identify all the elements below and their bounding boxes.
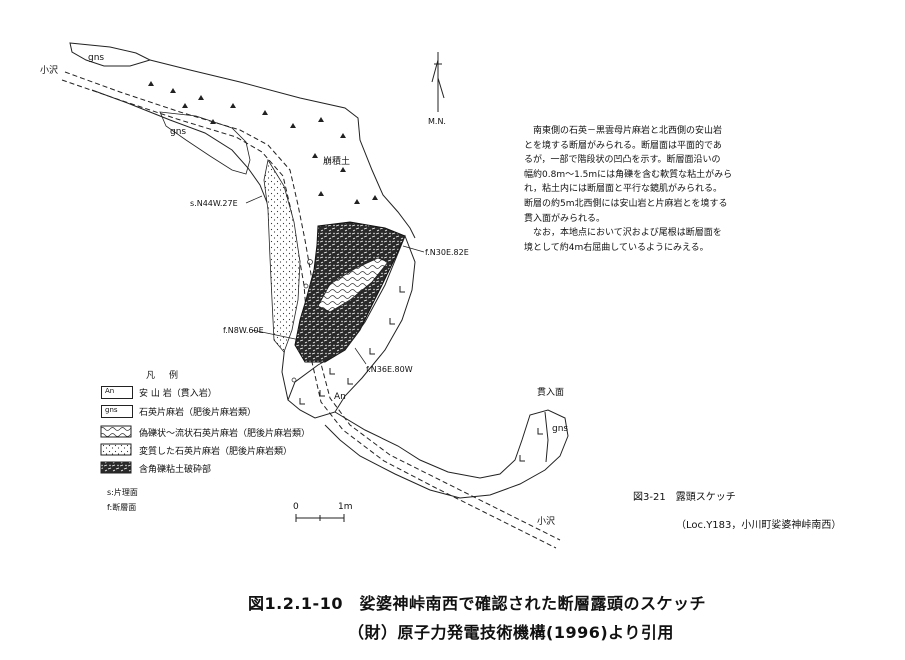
label-andesite: An: [334, 392, 346, 402]
legend-title: 凡例: [146, 371, 193, 381]
legend-symbol-breccia: [100, 461, 132, 474]
lower-tail: [324, 409, 569, 499]
label-fault-3: f.N36E.80W: [366, 365, 413, 374]
label-colluvium: 崩積土: [323, 157, 351, 167]
figure-source: （財）原子力発電技術機構(1996)より引用: [348, 623, 674, 642]
note-line: れ，粘土内には断層面と平行な鏡肌がみられる。: [524, 184, 723, 195]
altered-gneiss-strip: [263, 158, 301, 353]
legend-note-fault: f:断層面: [107, 503, 137, 512]
note-line: 貫入面がみられる。: [524, 213, 606, 224]
colluvium-symbols: [148, 81, 378, 204]
label-stream-right: 小沢: [537, 517, 556, 527]
note-line: るが，一部で階段状の凹凸を示す。断層面沿いの: [524, 155, 721, 166]
label-fault-1: f.N30E.82E: [425, 248, 469, 257]
label-schist-attitude: s.N44W.27E: [190, 199, 238, 208]
label-gns-right: gns: [552, 424, 569, 434]
note-line: とを境する断層がみられる。断層面は平面的であ: [524, 140, 722, 151]
colluvium-outline: [149, 59, 416, 239]
legend-symbol-flow: [100, 425, 132, 438]
location-label: （Loc.Y183，小川町娑婆神峠南西）: [676, 520, 842, 531]
description-note: 南東側の石英－黒雲母片麻岩と北西側の安山岩 とを境する断層がみられる。断層面は平…: [524, 124, 754, 255]
andesite-symbols: [299, 286, 543, 462]
label-stream-left: 小沢: [40, 66, 59, 76]
scale-end: 1m: [338, 502, 353, 512]
label-gns-upper: gns: [88, 53, 105, 63]
figure-reference: 図3-21 露頭スケッチ: [633, 492, 736, 503]
intrusion-line: [544, 411, 549, 463]
leader-lines: [245, 195, 425, 365]
pebble-symbols: [291, 259, 313, 383]
label-gns-mid: gns: [170, 127, 187, 137]
lower-boundary-left: [91, 89, 293, 401]
legend-note-schist: s:片理面: [107, 488, 138, 497]
legend-symbol-gneiss: gns: [101, 405, 133, 418]
scale-zero: 0: [293, 502, 299, 512]
label-fault-2: f.N8W.60E: [223, 326, 264, 335]
legend-symbol-andesite: An: [101, 386, 133, 399]
legend-symbol-altered: [100, 443, 132, 456]
label-magnetic-north: M.N.: [428, 117, 446, 126]
note-line: 南東側の石英－黒雲母片麻岩と北西側の安山岩: [533, 126, 723, 136]
flow-gneiss-lens: [317, 257, 389, 313]
scale-bar: [295, 514, 345, 522]
note-line: 断層の約5m北西側には安山岩と片麻岩とを境する: [524, 198, 728, 209]
note-line: なお，本地点において沢および尾根は断層面を: [533, 228, 722, 239]
label-intrusion-face: 貫入面: [537, 388, 565, 398]
north-arrow-icon: [431, 52, 445, 112]
gneiss-outline-upper: [69, 42, 152, 67]
figure-caption: 図1.2.1-10 娑婆神峠南西で確認された断層露頭のスケッチ: [248, 594, 706, 613]
note-line: 境として約4m右屈曲しているようにみえる。: [524, 242, 709, 253]
andesite-body: [287, 234, 416, 419]
note-line: 幅約0.8m～1.5mには角礫を含む軟質な粘土がみら: [524, 169, 733, 180]
